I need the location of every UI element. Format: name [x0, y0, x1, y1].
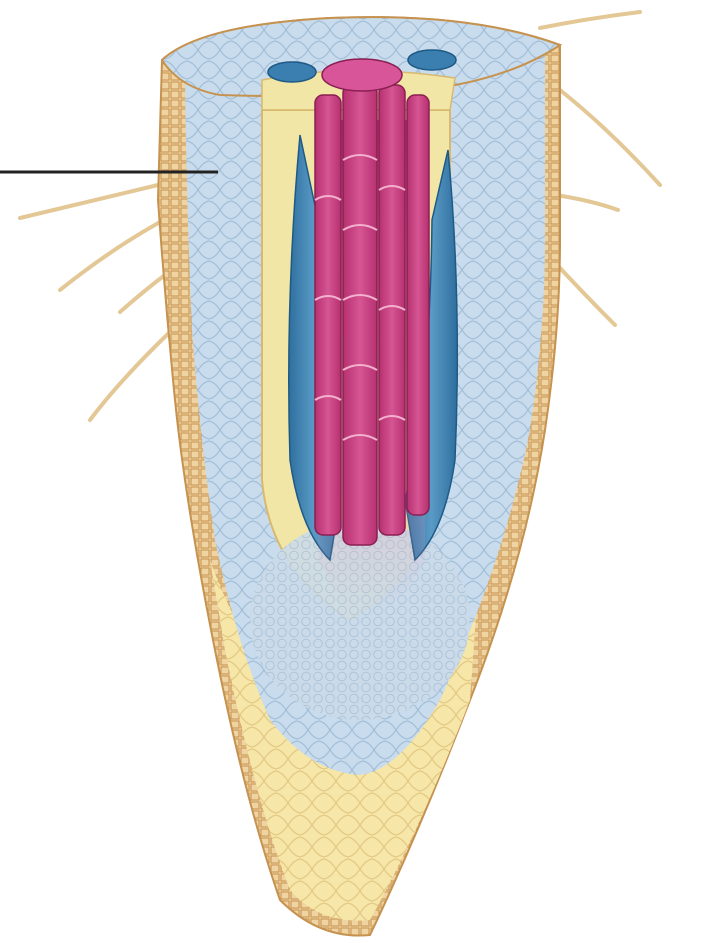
xylem-top [322, 59, 402, 91]
root-hair [60, 222, 160, 290]
root-hair [120, 275, 165, 312]
phloem-top-right [408, 50, 456, 70]
xylem-vessel-3 [379, 85, 405, 535]
root-hair [90, 330, 172, 420]
root-hair [540, 12, 640, 28]
phloem-top-left [268, 62, 316, 82]
xylem-vessel-1 [315, 95, 341, 535]
root-hair [20, 185, 158, 218]
root-hair [560, 90, 660, 185]
root-hair [555, 195, 618, 210]
xylem-vessel-4 [407, 95, 429, 515]
xylem [315, 59, 429, 613]
